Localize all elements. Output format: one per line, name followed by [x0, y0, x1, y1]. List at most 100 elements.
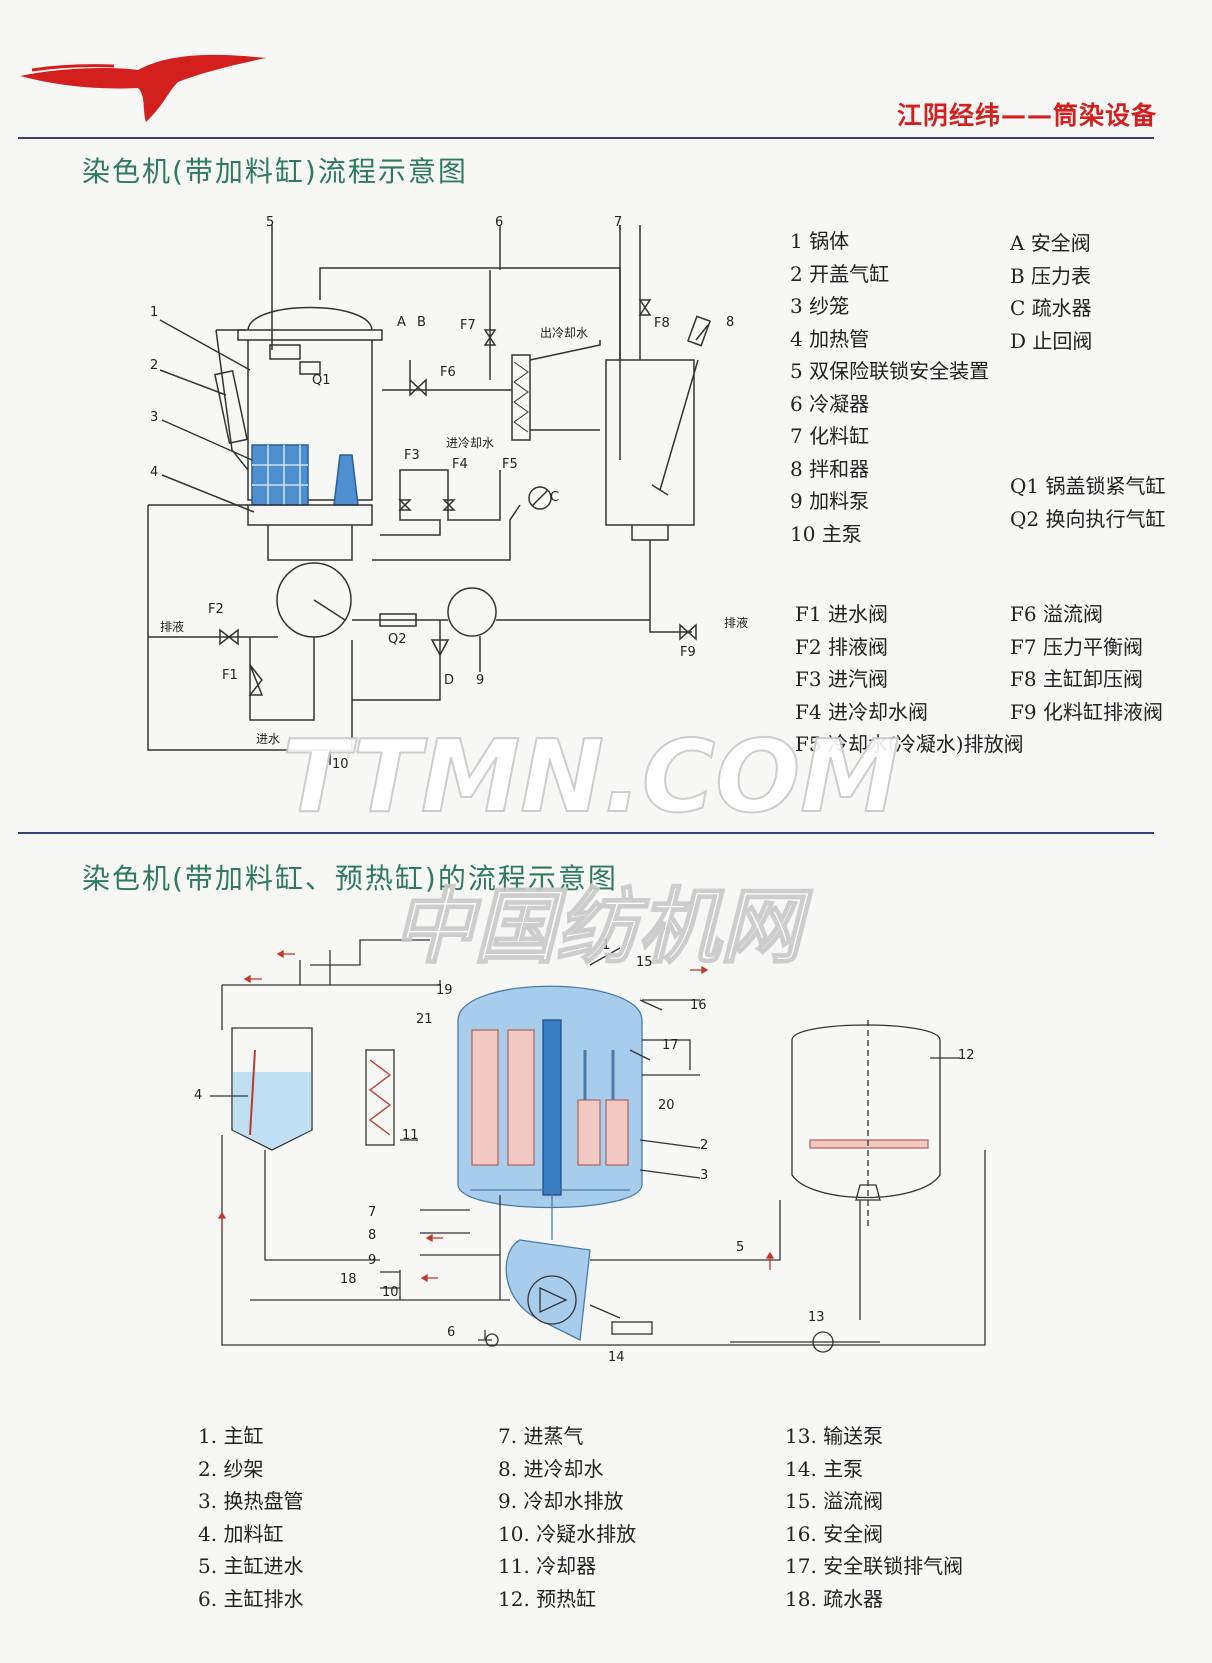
legend-item: F5 冷却水(冷凝水)排放阀 [795, 732, 1024, 756]
cooler-11 [365, 1049, 395, 1146]
s1-label-9: 9 [476, 673, 485, 688]
legend-item: A 安全阀 [1010, 231, 1091, 255]
s1-label-8: 8 [726, 315, 735, 330]
legend-item: 8 拌和器 [790, 456, 870, 481]
s1-label-6: 6 [495, 215, 504, 230]
s2-label-8: 8 [368, 1228, 377, 1243]
legend-item: D 止回阀 [1010, 328, 1093, 353]
main-vessel [457, 985, 643, 1240]
s1-label-F7: F7 [460, 318, 476, 333]
s2-label-9: 9 [368, 1253, 377, 1268]
legend-item: 15. 溢流阀 [785, 1489, 884, 1513]
s2-legend-col2: 7. 进蒸气 8. 进冷却水 9. 冷却水排放 10. 冷疑水排放 11. 冷却… [498, 1420, 636, 1615]
s1-label-F4: F4 [452, 457, 468, 472]
legend-item: 14. 主泵 [785, 1456, 864, 1481]
header-divider [18, 137, 1154, 139]
s1-label-5: 5 [266, 215, 275, 230]
s2-legend-col3: 13. 输送泵 14. 主泵 15. 溢流阀 16. 安全阀 17. 安全联锁排… [785, 1420, 963, 1615]
s1-label-7: 7 [614, 215, 623, 230]
legend-item: 6 冷凝器 [790, 391, 870, 416]
legend-item: F3 进汽阀 [795, 667, 888, 691]
watermark-cn: 中国纺机网 [391, 879, 803, 976]
legend-item: 5. 主缸进水 [198, 1554, 304, 1578]
legend-item: 10. 冷疑水排放 [498, 1521, 637, 1546]
legend-item: 9. 冷却水排放 [498, 1489, 624, 1513]
section-divider [18, 832, 1154, 834]
s2-label-20: 20 [658, 1098, 675, 1113]
watermark-ttmn: TTMN.COM [281, 717, 901, 836]
s1-label-F1: F1 [222, 668, 238, 683]
legend-item: 18. 疏水器 [785, 1586, 884, 1611]
s1-label-F8: F8 [654, 316, 670, 331]
s2-label-4: 4 [194, 1088, 203, 1103]
legend-item: 1. 主缸 [198, 1424, 264, 1448]
legend-item: 4. 加料缸 [198, 1521, 284, 1546]
s1-label-C: C [550, 490, 560, 505]
s1-label-3: 3 [150, 410, 159, 425]
legend-item: F1 进水阀 [795, 602, 888, 626]
legend-item: F9 化料缸排液阀 [1010, 699, 1163, 724]
legend-item: F8 主缸卸压阀 [1010, 667, 1143, 691]
legend-item: B 压力表 [1010, 263, 1092, 288]
s1-label-2: 2 [150, 358, 159, 373]
s1-text-drain2: 排液 [724, 616, 749, 630]
legend-item: 12. 预热缸 [498, 1586, 597, 1611]
legend-item: Q2 换向执行气缸 [1010, 506, 1166, 531]
condenser-6 [511, 354, 531, 441]
s2-label-21: 21 [416, 1012, 433, 1027]
s2-label-16: 16 [690, 998, 707, 1013]
legend-item: 7 化料缸 [790, 424, 870, 448]
legend-item: 16. 安全阀 [785, 1521, 884, 1546]
s1-label-F5: F5 [502, 457, 518, 472]
legend-item: Q1 锅盖锁紧气缸 [1010, 474, 1166, 498]
legend-item: F7 压力平衡阀 [1010, 634, 1143, 659]
legend-item: 4 加热管 [790, 326, 870, 351]
s2-label-3: 3 [700, 1168, 709, 1183]
s1-label-Q2: Q2 [388, 632, 407, 647]
s2-label-5: 5 [736, 1240, 745, 1255]
s1-label-F2: F2 [208, 602, 224, 617]
s1-legend-q: Q1 锅盖锁紧气缸 Q2 换向执行气缸 [1010, 470, 1165, 535]
s1-label-B: B [417, 315, 426, 330]
s1-text-cool-out: 出冷却水 [540, 326, 589, 340]
s1-label-10: 10 [332, 757, 349, 772]
s2-label-1: 1 [602, 938, 611, 953]
s1-label-1: 1 [150, 305, 159, 320]
legend-item: 3 纱笼 [790, 294, 850, 318]
s1-label-A: A [397, 315, 406, 330]
s1-legend-f-left: F1 进水阀 F2 排液阀 F3 进汽阀 F4 进冷却水阀 F5 冷却水(冷凝水… [795, 598, 1024, 761]
s2-legend-col1: 1. 主缸 2. 纱架 3. 换热盘管 4. 加料缸 5. 主缸进水 6. 主缸… [198, 1420, 303, 1615]
legend-item: 2. 纱架 [198, 1456, 264, 1481]
s1-label-Q1: Q1 [312, 373, 331, 388]
s1-label-4: 4 [150, 465, 159, 480]
legend-item: F4 进冷却水阀 [795, 699, 928, 724]
section1-title: 染色机(带加料缸)流程示意图 [82, 155, 468, 188]
legend-item: 6. 主缸排水 [198, 1586, 304, 1611]
legend-item: 10 主泵 [790, 521, 862, 546]
s1-text-water-in: 进水 [256, 732, 281, 746]
legend-item: 7. 进蒸气 [498, 1424, 584, 1448]
legend-item: 5 双保险联锁安全装置 [790, 359, 990, 383]
legend-item: 2 开盖气缸 [790, 261, 890, 286]
s1-text-cool-in: 进冷却水 [446, 436, 495, 450]
legend-item: F2 排液阀 [795, 634, 888, 659]
s1-legend-f-right: F6 溢流阀 F7 压力平衡阀 F8 主缸卸压阀 F9 化料缸排液阀 [1010, 598, 1163, 728]
legend-item: 9 加料泵 [790, 489, 870, 513]
s2-label-18: 18 [340, 1272, 357, 1287]
s2-label-2: 2 [700, 1138, 709, 1153]
s2-label-15: 15 [636, 955, 653, 970]
preheat-tank [791, 1020, 941, 1230]
legend-item: 17. 安全联锁排气阀 [785, 1554, 964, 1578]
dissolving-tank-7 [605, 359, 695, 526]
s1-label-F3: F3 [404, 448, 420, 463]
s1-text-drain1: 排液 [160, 620, 185, 634]
legend-item: C 疏水器 [1010, 296, 1092, 320]
s2-label-17: 17 [662, 1038, 679, 1053]
s1-label-D: D [444, 673, 455, 688]
s2-label-19: 19 [436, 983, 453, 998]
s2-label-14: 14 [608, 1350, 625, 1365]
s2-label-13: 13 [808, 1310, 825, 1325]
legend-item: 13. 输送泵 [785, 1424, 884, 1448]
